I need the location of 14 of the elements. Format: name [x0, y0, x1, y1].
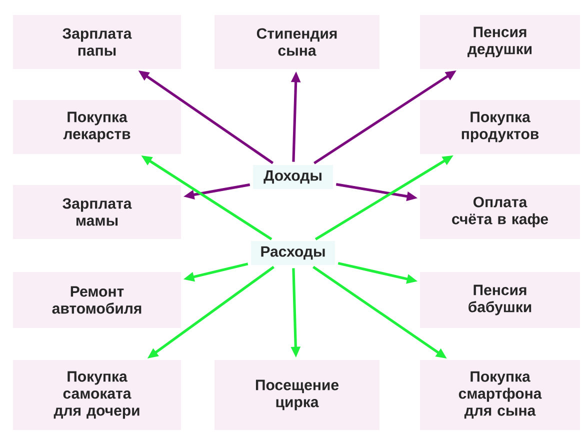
text-card: Покупка смартфона для сына: [420, 360, 580, 430]
text-card: Посещение цирка: [214, 360, 380, 430]
text-card: Пенсия дедушки: [420, 15, 580, 69]
text-card: Стипендия сына: [214, 15, 380, 69]
text-card: Зарплата мамы: [13, 185, 181, 239]
center-label: Доходы: [253, 165, 333, 189]
center-label: Расходы: [251, 241, 335, 265]
text-card: Зарплата папы: [13, 15, 181, 69]
text-card: Покупка продуктов: [420, 100, 580, 154]
text-card: Пенсия бабушки: [420, 272, 580, 328]
text-card: Ремонт автомобиля: [13, 272, 181, 328]
text-card: Покупка лекарств: [13, 100, 181, 154]
text-card: Оплата счёта в кафе: [420, 185, 580, 239]
text-card: Покупка самоката для дочери: [13, 360, 181, 430]
